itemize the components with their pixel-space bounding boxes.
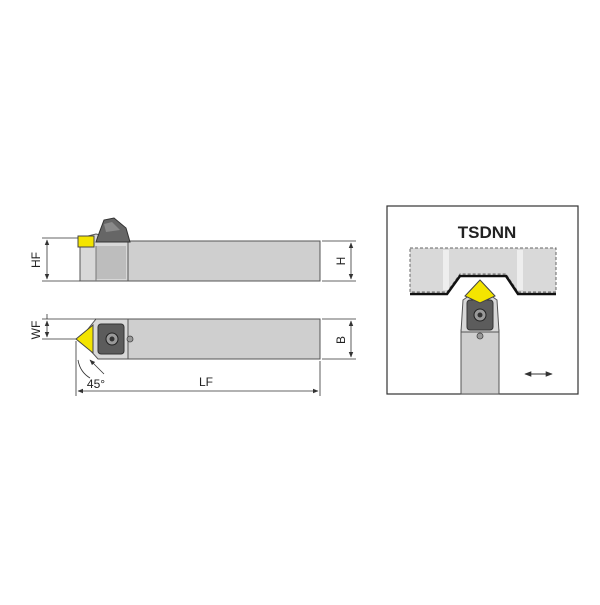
top-insert bbox=[75, 323, 94, 355]
detail-title: TSDNN bbox=[458, 223, 517, 242]
side-shank bbox=[127, 240, 321, 282]
machined-profile bbox=[410, 274, 556, 296]
label-h: H bbox=[334, 257, 348, 266]
label-hf: HF bbox=[29, 252, 43, 268]
detail-box: TSDNN bbox=[386, 205, 579, 395]
detail-shank bbox=[460, 329, 500, 395]
top-shank bbox=[127, 318, 321, 360]
label-lf: LF bbox=[199, 375, 213, 389]
label-angle: 45° bbox=[87, 377, 105, 391]
label-b: B bbox=[334, 336, 348, 344]
top-view: WF B LF 45° bbox=[29, 314, 356, 396]
detail-insert bbox=[464, 279, 496, 304]
label-wf: WF bbox=[29, 321, 43, 340]
side-view: HF H bbox=[29, 217, 356, 282]
small-screw bbox=[126, 335, 134, 343]
side-insert bbox=[77, 235, 95, 248]
